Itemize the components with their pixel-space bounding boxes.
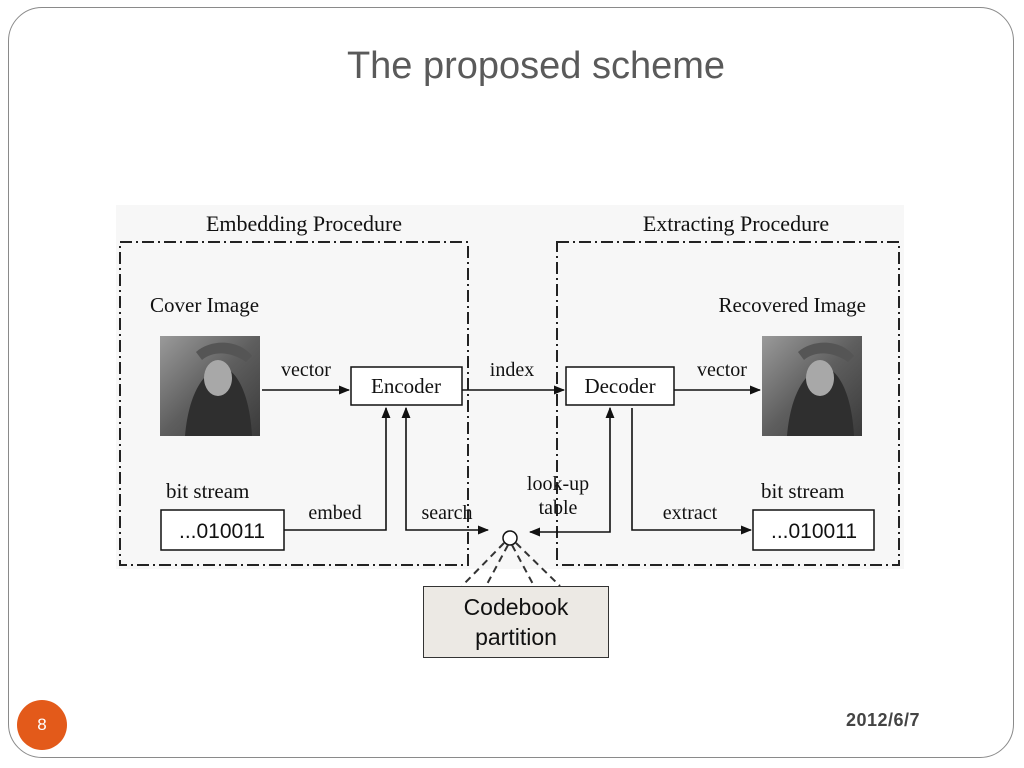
bit-stream-box-left	[160, 509, 285, 551]
decoder-node	[565, 366, 675, 406]
embedding-procedure-title: Embedding Procedure	[206, 211, 402, 236]
codebook-partition-box: Codebook partition	[423, 586, 609, 658]
embedding-boundary	[119, 241, 469, 566]
bit-stream-value-left: ...010011	[179, 520, 265, 543]
edge-search-label: search	[421, 502, 472, 524]
slide-date: 2012/6/7	[846, 710, 921, 730]
edge-embed-label: embed	[308, 502, 361, 524]
bit-stream-label-right: bit stream	[761, 479, 844, 503]
edge-lookup-label-line2: table	[539, 497, 578, 519]
encoder-label: Encoder	[371, 374, 441, 398]
recovered-image	[762, 336, 862, 436]
recovered-image-label: Recovered Image	[718, 293, 866, 317]
codebook-node	[502, 530, 518, 546]
bit-stream-value-right: ...010011	[771, 520, 857, 543]
codebook-callout	[461, 542, 561, 587]
codebook-partition-line2: partition	[475, 624, 557, 650]
extracting-boundary	[556, 241, 900, 566]
decoder-label: Decoder	[584, 374, 655, 398]
extracting-procedure-title: Extracting Procedure	[643, 211, 829, 236]
edge-extract	[631, 408, 753, 535]
encoder-node	[350, 366, 463, 406]
edge-lookup-label-line1: look-up	[527, 473, 589, 495]
codebook-partition-line1: Codebook	[463, 594, 569, 620]
edge-extract-label: extract	[663, 502, 718, 524]
slide-title: The proposed scheme	[346, 45, 726, 87]
bit-stream-box-right	[752, 509, 875, 551]
cover-image	[160, 336, 260, 436]
cover-image-label: Cover Image	[150, 293, 259, 317]
edge-search	[401, 406, 490, 535]
edge-index-label: index	[490, 359, 534, 381]
edge-vector-in-label: vector	[281, 359, 331, 381]
edge-lookup-table	[528, 406, 615, 537]
page-number-badge: 8	[17, 700, 67, 750]
bit-stream-label-left: bit stream	[166, 479, 249, 503]
edge-vector-out-label: vector	[697, 359, 747, 381]
edge-embed	[284, 406, 391, 531]
slide-frame	[8, 7, 1014, 758]
